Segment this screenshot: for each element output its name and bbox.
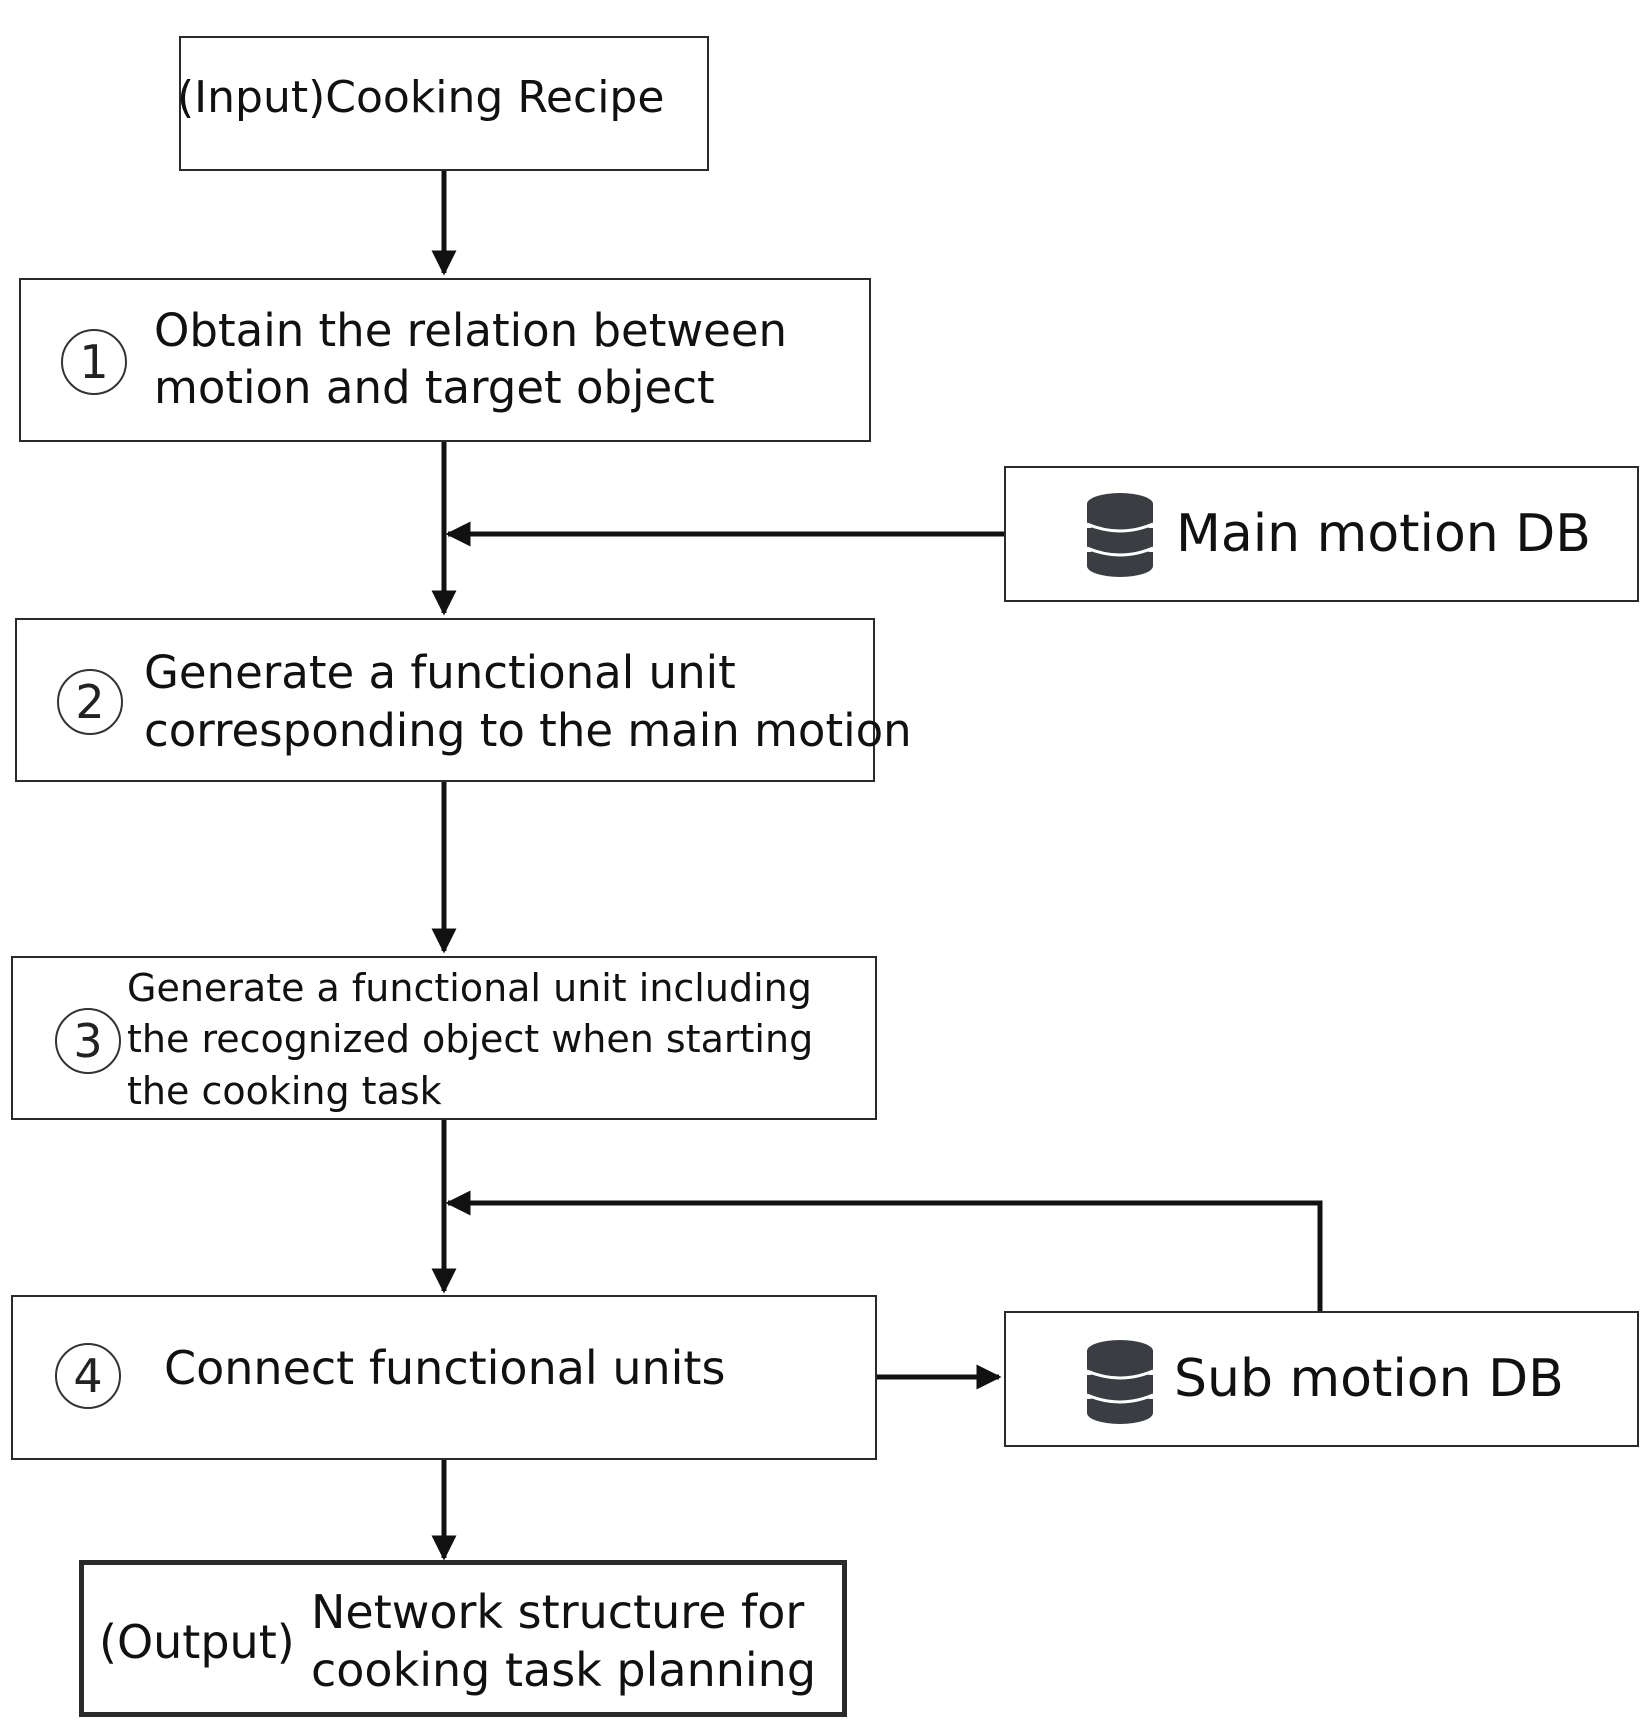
main-motion-db-box: Main motion DB [1004,466,1639,602]
step-number-4: 4 [55,1343,121,1409]
step-number-3: 3 [55,1008,121,1074]
database-icon [1086,493,1154,577]
step-1-line-1: Obtain the relation between [154,304,788,357]
input-label: (Input)Cooking Recipe [177,72,665,123]
input-box: (Input)Cooking Recipe [177,36,709,171]
step-3-line-2: the recognized object when starting [127,1017,814,1061]
step-2-line-2: corresponding to the main motion [144,704,912,757]
arrow-subdb-to-flow [445,1190,1323,1312]
main-motion-db-label: Main motion DB [1176,504,1591,564]
output-prefix: (Output) [99,1615,295,1669]
output-line-1: Network structure for [311,1585,805,1639]
database-icon [1086,1340,1154,1424]
step-2-line-1: Generate a functional unit [144,646,736,699]
step-4-line-1: Connect functional units [164,1341,726,1395]
step-number-2: 2 [57,669,123,735]
step-1-box: 1 Obtain the relation between motion and… [19,278,871,442]
sub-motion-db-label: Sub motion DB [1174,1349,1564,1409]
step-3-line-3: the cooking task [127,1069,442,1113]
step-2-box: 2 Generate a functional unit correspondi… [15,618,912,782]
step-3-box: 3 Generate a functional unit including t… [11,956,877,1120]
sub-motion-db-box: Sub motion DB [1004,1311,1639,1447]
step-4-box: 4 Connect functional units [11,1295,877,1460]
output-line-2: cooking task planning [311,1643,817,1697]
output-box: (Output) Network structure for cooking t… [79,1560,847,1717]
step-3-line-1: Generate a functional unit including [127,966,812,1010]
step-1-line-2: motion and target object [154,361,715,414]
step-number-1: 1 [61,329,127,395]
